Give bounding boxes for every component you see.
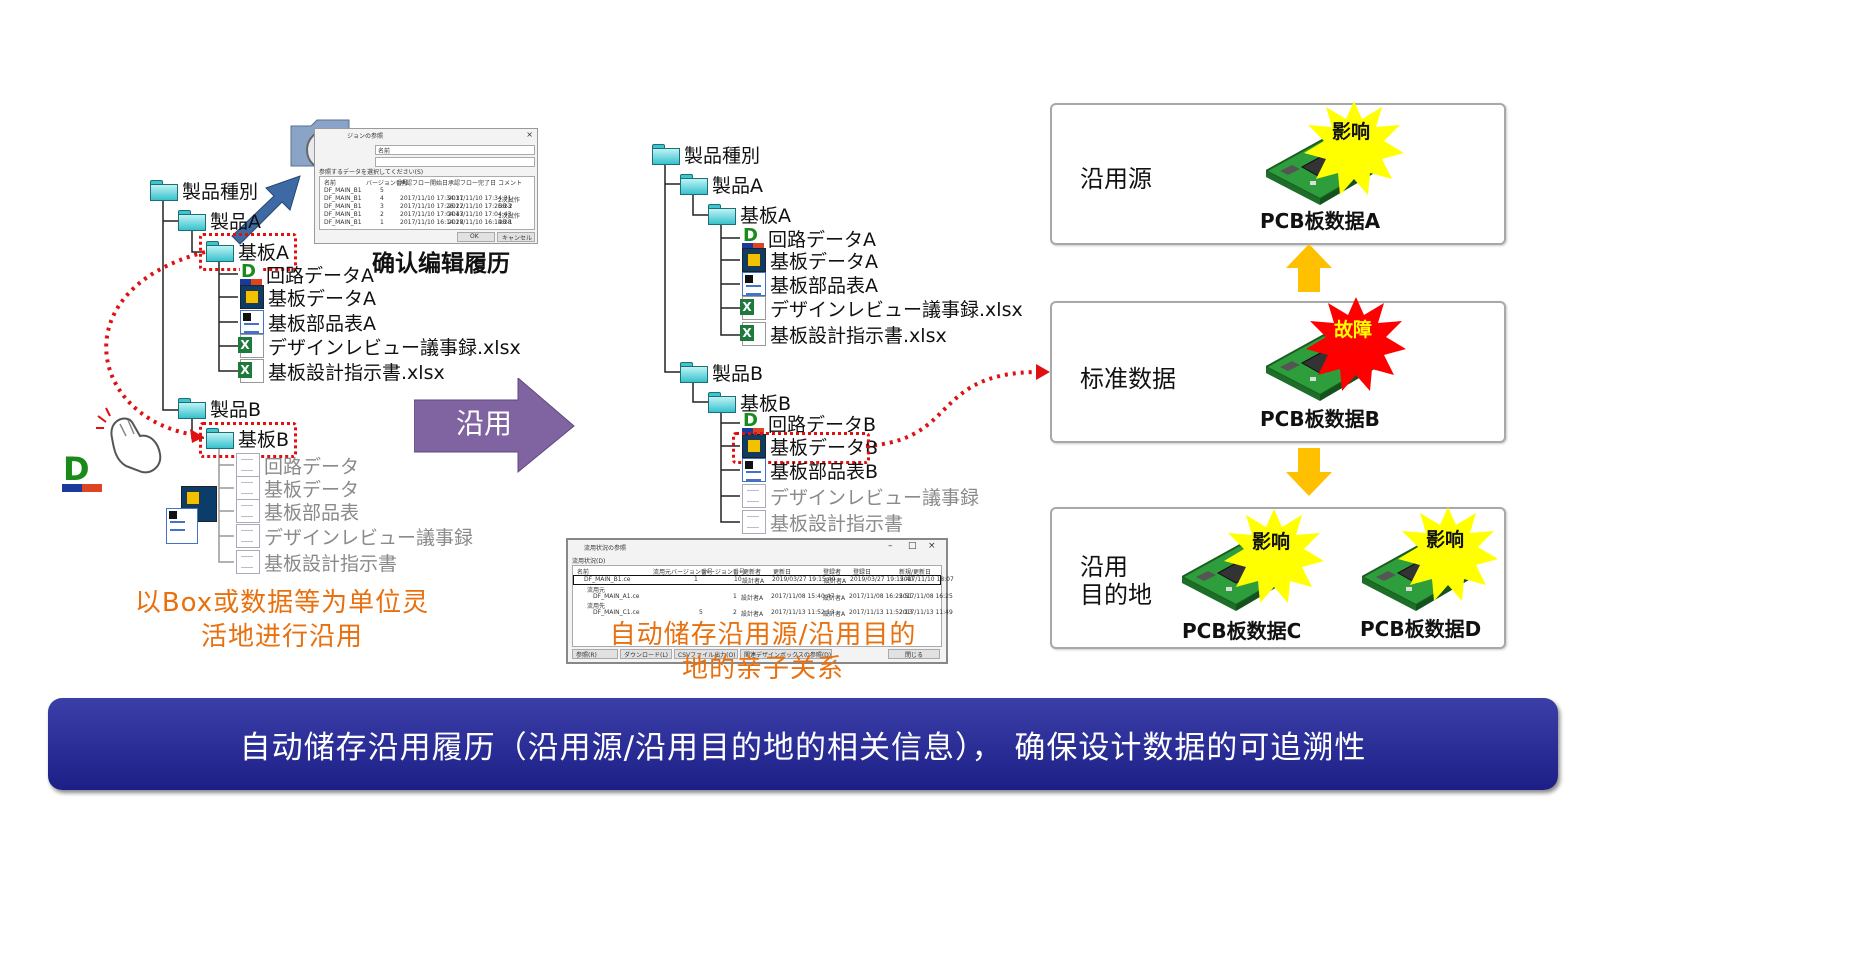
close-button[interactable]: 閉じる bbox=[888, 649, 940, 659]
left-note: 以Box或数据等为单位灵 活地进行沿用 bbox=[134, 588, 430, 652]
folder-icon bbox=[680, 174, 708, 195]
bom-icon bbox=[166, 508, 199, 544]
minimize-icon[interactable]: – bbox=[888, 541, 893, 551]
board-data-icon bbox=[742, 248, 766, 272]
close-icon[interactable]: × bbox=[928, 541, 936, 551]
folder-icon bbox=[708, 204, 736, 225]
history-caption: 确认编辑履历 bbox=[372, 251, 510, 277]
tree-board-a[interactable]: 基板A bbox=[708, 202, 791, 227]
bom-icon bbox=[742, 458, 766, 482]
circuit-data-icon: D bbox=[742, 410, 764, 434]
tree-root[interactable]: 製品種別 bbox=[150, 178, 258, 203]
document-icon bbox=[236, 550, 260, 574]
related-box-button[interactable]: 関連デザインボックスの参照(D) bbox=[740, 649, 832, 659]
folder-icon bbox=[178, 210, 206, 231]
reuse-arrow-label: 沿用 bbox=[455, 407, 512, 440]
tree-item[interactable]: 基板データ bbox=[236, 476, 359, 501]
tree-item[interactable]: 基板部品表B bbox=[742, 458, 878, 483]
arrow-down-icon bbox=[1286, 448, 1332, 496]
history-table[interactable]: 名前 バージョン番号 承認フロー開始日 承認フロー完了日 コメント DF_MAI… bbox=[319, 176, 535, 230]
search-input[interactable] bbox=[375, 157, 535, 167]
document-icon bbox=[236, 499, 260, 523]
document-icon bbox=[236, 453, 260, 477]
tree-item[interactable]: 基板部品表 bbox=[236, 499, 359, 524]
tree-board-a[interactable]: 基板A bbox=[206, 239, 289, 264]
circuit-data-icon: D bbox=[62, 450, 102, 492]
impact-burst-icon bbox=[1398, 507, 1498, 601]
tree-item[interactable]: デザインレビュー議事録 bbox=[236, 524, 473, 549]
folder-icon bbox=[150, 180, 178, 201]
document-icon bbox=[742, 510, 766, 534]
folder-icon bbox=[680, 362, 708, 383]
filter-select[interactable]: 名前 bbox=[375, 145, 535, 155]
tree-board-b[interactable]: 基板B bbox=[206, 426, 289, 451]
impact-burst-icon bbox=[1224, 509, 1324, 603]
refer-button[interactable]: 参照(R) bbox=[572, 649, 618, 659]
tree-item[interactable]: 基板データB bbox=[742, 434, 878, 459]
source-box: 沿用源 影响 PCB板数据A bbox=[1050, 101, 1506, 245]
history-dialog: ジョンの参照 × 名前 参照するデータを選択してください(S) 名前 バージョン… bbox=[314, 128, 538, 244]
usage-dialog: 流用状況の参照 – □ × 流用状況(D) 名前 流用元バージョン番号 バージョ… bbox=[566, 538, 954, 664]
csv-export-button[interactable]: CSVファイル出力(O) bbox=[674, 649, 738, 659]
bom-icon bbox=[742, 272, 766, 296]
board-data-b-highlight bbox=[732, 432, 870, 464]
tree-product-a[interactable]: 製品A bbox=[680, 172, 763, 197]
circuit-data-icon: D bbox=[742, 225, 764, 249]
excel-icon: X bbox=[740, 322, 766, 346]
document-icon bbox=[742, 484, 766, 508]
document-icon bbox=[236, 476, 260, 500]
usage-table[interactable]: 名前 流用元バージョン番号 バージョン番号 更新者 更新日 登録者 登録日 新規… bbox=[572, 565, 954, 647]
excel-icon: X bbox=[238, 334, 264, 358]
folder-icon bbox=[178, 398, 206, 419]
tree-item[interactable]: 基板設計指示書 bbox=[236, 550, 397, 575]
middle-note: 自动储存沿用源/沿用目的 地的亲子关系 bbox=[609, 620, 917, 684]
tree-board-b[interactable]: 基板B bbox=[708, 390, 791, 415]
impact-burst-icon bbox=[1304, 101, 1404, 195]
circuit-data-icon: D bbox=[240, 261, 262, 285]
excel-icon: X bbox=[238, 359, 264, 383]
download-button[interactable]: ダウンロード(L) bbox=[620, 649, 672, 659]
excel-icon: X bbox=[740, 296, 766, 320]
summary-banner: 自动储存沿用履历（沿用源/沿用目的地的相关信息）， 确保设计数据的可追溯性 bbox=[48, 698, 1558, 790]
tree-item[interactable]: デザインレビュー議事録 bbox=[742, 484, 979, 509]
tree-item[interactable]: 基板部品表A bbox=[240, 310, 376, 335]
tree-item[interactable]: 基板部品表A bbox=[742, 272, 878, 297]
tree-item[interactable]: 回路データ bbox=[236, 453, 359, 478]
tree-product-b[interactable]: 製品B bbox=[178, 396, 261, 421]
arrow-up-icon bbox=[1286, 244, 1332, 292]
board-data-icon bbox=[742, 434, 766, 458]
fault-burst-icon bbox=[1306, 297, 1406, 391]
folder-icon bbox=[652, 144, 680, 165]
tree-item[interactable]: 基板データA bbox=[742, 248, 878, 273]
cancel-button[interactable]: キャンセル bbox=[497, 232, 535, 242]
tree-product-b[interactable]: 製品B bbox=[680, 360, 763, 385]
tree-item[interactable]: 基板データA bbox=[240, 285, 376, 310]
document-icon bbox=[236, 524, 260, 548]
tree-root[interactable]: 製品種別 bbox=[652, 142, 760, 167]
tree-item[interactable]: 基板設計指示書 bbox=[742, 510, 903, 535]
maximize-icon[interactable]: □ bbox=[908, 541, 917, 551]
standard-box: 标准数据 故障 PCB板数据B bbox=[1050, 297, 1506, 443]
target-box: 沿用 目的地 影响 PCB板数据C 影响 PCB板数据D bbox=[1050, 507, 1506, 649]
folder-icon bbox=[206, 428, 234, 449]
reuse-curve bbox=[104, 250, 206, 437]
ok-button[interactable]: OK bbox=[457, 232, 495, 242]
hand-drag-icon bbox=[96, 407, 162, 474]
folder-icon bbox=[708, 392, 736, 413]
bom-icon bbox=[240, 310, 264, 334]
tree-product-a[interactable]: 製品A bbox=[178, 208, 261, 233]
reuse-arrow bbox=[414, 378, 575, 474]
close-icon[interactable]: × bbox=[526, 130, 533, 139]
folder-icon bbox=[206, 241, 234, 262]
board-data-icon bbox=[240, 285, 264, 309]
